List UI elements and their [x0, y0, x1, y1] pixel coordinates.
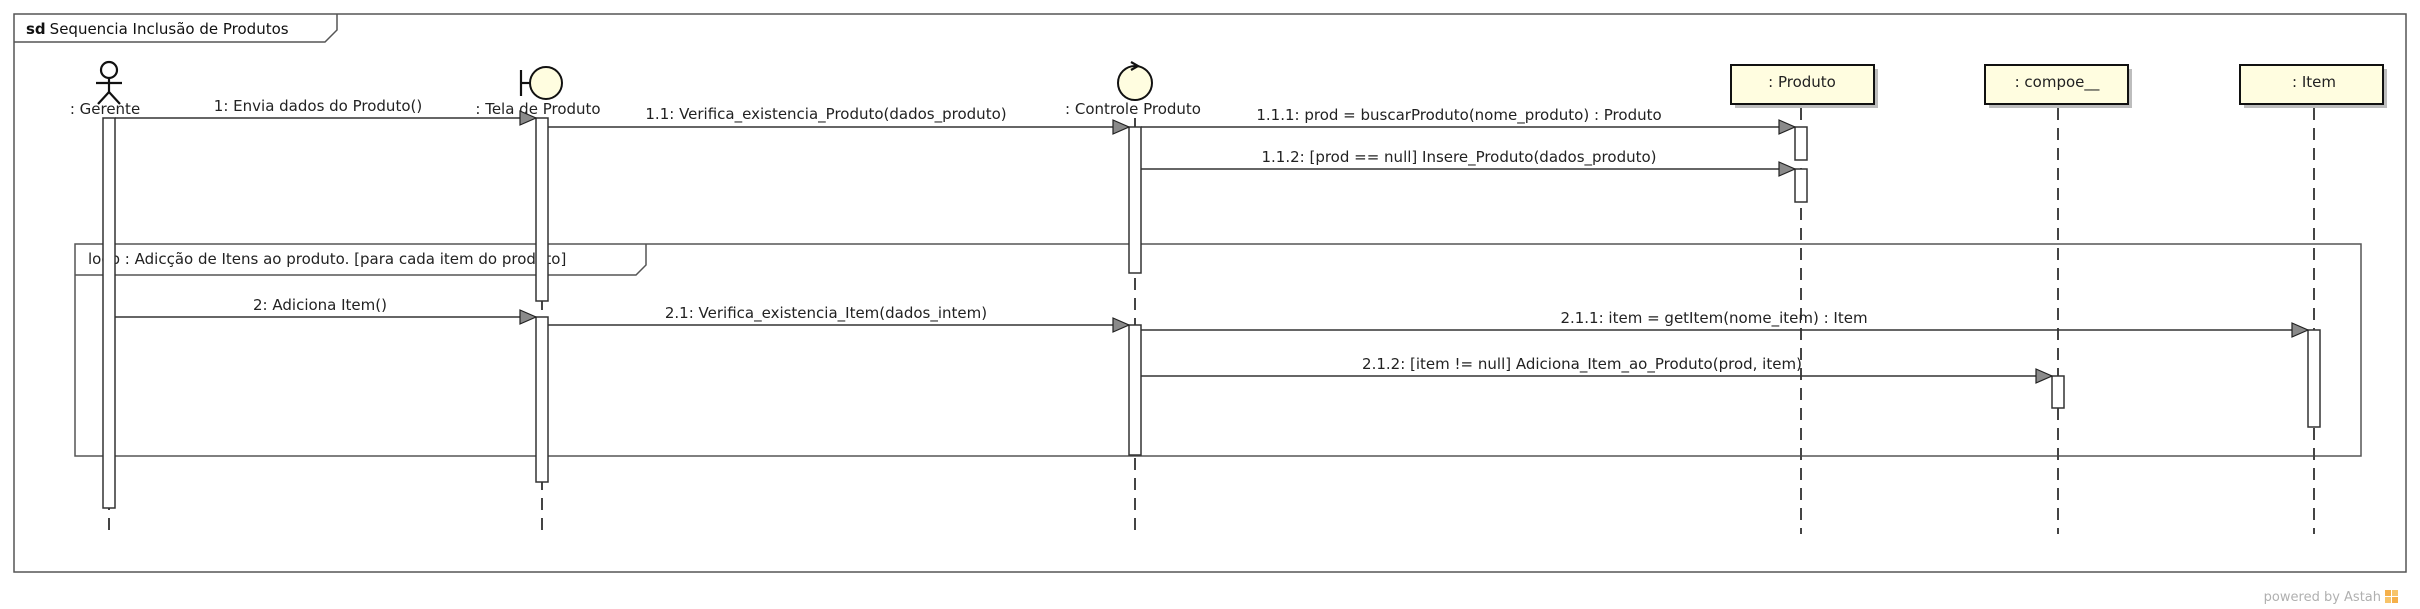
message-1-1: 1.1: Verifica_existencia_Produto(dados_p…	[548, 105, 1131, 135]
sd-frame-keyword: sd	[26, 20, 46, 38]
object-compoe: : compoe__	[1984, 64, 2132, 108]
arrowhead-icon	[1112, 119, 1131, 135]
arrowhead-icon	[1112, 317, 1131, 333]
control-controle: : Controle Produto	[1065, 61, 1201, 118]
message-2-1-1: 2.1.1: item = getItem(nome_item) : Item	[1141, 309, 2310, 338]
message-label: 1.1: Verifica_existencia_Produto(dados_p…	[645, 105, 1006, 124]
lifeline-label-compoe: : compoe__	[2015, 73, 2100, 92]
message-2: 2: Adiciona Item()	[115, 296, 538, 325]
message-label: 2.1: Verifica_existencia_Item(dados_inte…	[665, 304, 987, 323]
astah-logo-icon	[2385, 590, 2398, 603]
actor-icon	[96, 60, 122, 105]
astah-watermark: powered by Astah	[2264, 590, 2398, 605]
loop-fragment-border	[74, 243, 2362, 457]
object-item: : Item	[2239, 64, 2387, 108]
message-1-1-1: 1.1.1: prod = buscarProduto(nome_produto…	[1141, 106, 1797, 135]
activation-produto-1	[1794, 126, 1808, 161]
lifeline-label-tela: : Tela de Produto	[475, 100, 600, 118]
message-label: 2: Adiciona Item()	[253, 296, 387, 314]
message-label: 1.1.1: prod = buscarProduto(nome_produto…	[1256, 106, 1661, 125]
message-1: 1: Envia dados do Produto()	[115, 97, 538, 126]
activation-tela-1	[535, 117, 549, 302]
actor-gerente: : Gerente	[70, 60, 140, 118]
activation-tela-2	[535, 316, 549, 483]
message-label: 1: Envia dados do Produto()	[214, 97, 422, 115]
message-label: 2.1.1: item = getItem(nome_item) : Item	[1560, 309, 1867, 328]
activation-controle-2	[1128, 324, 1142, 456]
lifelines	[108, 108, 2315, 534]
arrowhead-icon	[2291, 322, 2310, 338]
object-box-item	[2239, 64, 2384, 105]
activation-produto-2	[1794, 168, 1808, 203]
arrowhead-icon	[1778, 161, 1797, 177]
lifeline-label-controle: : Controle Produto	[1065, 100, 1201, 118]
activation-item	[2307, 329, 2321, 428]
loop-fragment: loop : Adicção de Itens ao produto. [par…	[74, 243, 2362, 457]
watermark-text: powered by Astah	[2264, 590, 2381, 605]
activation-gerente	[102, 117, 116, 509]
sd-frame-border	[13, 13, 2407, 573]
activation-compoe	[2051, 375, 2065, 409]
sd-frame-title: Sequencia Inclusão de Produtos	[50, 20, 289, 38]
boundary-icon	[519, 66, 563, 100]
message-label: 2.1.2: [item != null] Adiciona_Item_ao_P…	[1362, 355, 1802, 374]
object-box-produto	[1730, 64, 1875, 105]
loop-fragment-tab	[75, 244, 647, 276]
arrowhead-icon	[519, 110, 538, 126]
activation-controle-1	[1128, 126, 1142, 274]
arrowhead-icon	[1778, 119, 1797, 135]
sd-frame-tab	[14, 14, 338, 43]
message-2-1-2: 2.1.2: [item != null] Adiciona_Item_ao_P…	[1141, 355, 2054, 384]
arrowhead-icon	[2035, 368, 2054, 384]
message-1-1-2: 1.1.2: [prod == null] Insere_Produto(dad…	[1141, 148, 1797, 177]
lifeline-label-produto: : Produto	[1768, 73, 1836, 91]
arrowhead-icon	[519, 309, 538, 325]
boundary-tela: : Tela de Produto	[475, 66, 601, 118]
loop-fragment-label: loop : Adicção de Itens ao produto. [par…	[88, 250, 566, 268]
message-2-1: 2.1: Verifica_existencia_Item(dados_inte…	[548, 304, 1131, 333]
object-box-compoe	[1984, 64, 2129, 105]
control-icon	[1117, 61, 1153, 101]
lifeline-label-gerente: : Gerente	[70, 100, 140, 118]
lifeline-label-item: : Item	[2292, 73, 2336, 91]
object-produto: : Produto	[1730, 64, 1878, 108]
activation-bars	[102, 117, 2321, 509]
message-label: 1.1.2: [prod == null] Insere_Produto(dad…	[1261, 148, 1656, 167]
